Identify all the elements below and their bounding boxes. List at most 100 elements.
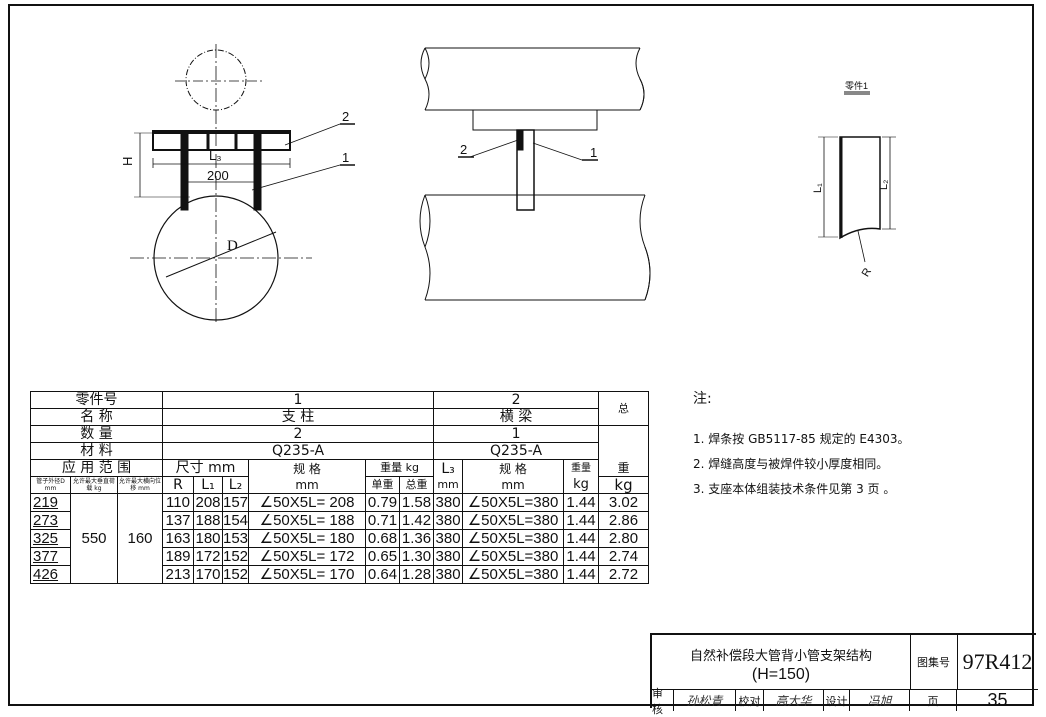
cell-r: 189 bbox=[162, 547, 194, 566]
total-weight-col-label: 总重 bbox=[399, 476, 435, 494]
col-r: R bbox=[162, 476, 194, 494]
dim-l3-label: L₃ bbox=[209, 148, 222, 163]
pipe-diameter: 219 bbox=[30, 493, 71, 512]
cell-l3: 380 bbox=[433, 493, 464, 512]
cell-l1: 180 bbox=[193, 529, 223, 548]
notes: 注: 1. 焊条按 GB5117-85 规定的 E4303。 2. 焊缝高度与被… bbox=[693, 388, 910, 505]
max-lateral-displacement: 160 bbox=[117, 493, 163, 584]
cell-w2: 1.44 bbox=[563, 565, 600, 584]
name-label: 名 称 bbox=[30, 408, 163, 426]
callout-2: 2 bbox=[342, 109, 349, 124]
part-1-title: 零件1 bbox=[845, 80, 868, 91]
dim-l1-label: L₁ bbox=[812, 183, 824, 193]
cell-l1: 172 bbox=[193, 547, 223, 566]
cell-spec2: ∠50X5L=380 bbox=[462, 493, 565, 512]
weight2-label: 重量 kg bbox=[563, 459, 600, 494]
cell-uw: 0.79 bbox=[365, 493, 401, 512]
cell-r: 137 bbox=[162, 511, 194, 530]
weight2-label-text: 重量 bbox=[571, 462, 592, 474]
note-2: 2. 焊缝高度与被焊件较小厚度相同。 bbox=[693, 457, 889, 471]
cell-total: 2.72 bbox=[598, 565, 650, 584]
total-weight-label-2: 重 bbox=[598, 425, 650, 477]
size-label: 尺寸 mm bbox=[161, 459, 250, 477]
dim-200-label: 200 bbox=[207, 168, 229, 183]
cell-l3: 380 bbox=[433, 511, 464, 530]
pipe-diameter: 273 bbox=[30, 511, 71, 530]
drawing-frame bbox=[8, 4, 1034, 706]
mid-callout-1: 1 bbox=[590, 145, 597, 160]
cell-w2: 1.44 bbox=[563, 493, 600, 512]
cell-spec2: ∠50X5L=380 bbox=[462, 547, 565, 566]
weight2-unit: kg bbox=[573, 476, 589, 492]
cell-r: 110 bbox=[162, 493, 194, 512]
design-label: 设计 bbox=[824, 690, 850, 711]
spec2-unit: mm bbox=[501, 477, 525, 492]
notes-title: 注: bbox=[693, 391, 712, 407]
note-1: 1. 焊条按 GB5117-85 规定的 E4303。 bbox=[693, 432, 910, 446]
pipe-diameter: 325 bbox=[30, 529, 71, 548]
cell-l3: 380 bbox=[433, 529, 464, 548]
col-l1: L₁ bbox=[193, 476, 223, 494]
cell-l2: 153 bbox=[221, 529, 250, 548]
range-sub-disp: 允许最大横向位移 mm bbox=[117, 476, 163, 494]
review-signature: 孙松青 bbox=[674, 690, 736, 711]
mid-callout-2: 2 bbox=[460, 142, 467, 157]
cell-total: 3.02 bbox=[598, 493, 650, 512]
page-label: 页 bbox=[910, 690, 957, 711]
total-weight-label-1: 总 bbox=[598, 391, 650, 426]
part1-material: Q235-A bbox=[161, 442, 435, 460]
cell-spec: ∠50X5L= 208 bbox=[248, 493, 367, 512]
part2-material: Q235-A bbox=[433, 442, 600, 460]
dim-d-label: D bbox=[227, 238, 238, 254]
max-vertical-load: 550 bbox=[70, 493, 118, 584]
callout-1: 1 bbox=[342, 150, 349, 165]
part-no-label: 零件号 bbox=[30, 391, 163, 409]
part2-no: 2 bbox=[433, 391, 600, 409]
cell-total: 2.86 bbox=[598, 511, 650, 530]
atlas-label: 图集号 bbox=[910, 635, 958, 689]
cell-l2: 152 bbox=[221, 547, 250, 566]
cell-uw: 0.71 bbox=[365, 511, 401, 530]
cell-r: 163 bbox=[162, 529, 194, 548]
cell-uw: 0.64 bbox=[365, 565, 401, 584]
range-sub-d: 管子外径D mm bbox=[30, 476, 71, 494]
cell-uw: 0.68 bbox=[365, 529, 401, 548]
cell-total: 2.74 bbox=[598, 547, 650, 566]
check-signature: 高大华 bbox=[764, 690, 824, 711]
check-label: 校对 bbox=[736, 690, 764, 711]
unit-weight-label: 单重 bbox=[365, 476, 401, 494]
spec-unit: mm bbox=[295, 477, 319, 492]
drawing-title: 自然补偿段大管背小管支架结构 (H=150) bbox=[652, 635, 911, 689]
range-label: 应 用 范 围 bbox=[30, 459, 163, 477]
cell-tw: 1.42 bbox=[399, 511, 435, 530]
cell-l2: 154 bbox=[221, 511, 250, 530]
page-number: 35 bbox=[987, 690, 1008, 710]
drawing-subtitle: (H=150) bbox=[751, 666, 811, 683]
parts-table: 零件号 1 2 总 名 称 支 柱 横 梁 数 量 2 1 重 材 料 Q235… bbox=[30, 391, 650, 584]
part1-qty: 2 bbox=[161, 425, 435, 443]
cell-uw: 0.65 bbox=[365, 547, 401, 566]
review-label: 审核 bbox=[652, 687, 674, 716]
leg-left bbox=[180, 131, 189, 211]
cell-l1: 208 bbox=[193, 493, 223, 512]
cell-spec: ∠50X5L= 180 bbox=[248, 529, 367, 548]
cell-tw: 1.30 bbox=[399, 547, 435, 566]
part1-no: 1 bbox=[161, 391, 435, 409]
cell-tw: 1.36 bbox=[399, 529, 435, 548]
cell-spec2: ∠50X5L=380 bbox=[462, 529, 565, 548]
cell-l1: 170 bbox=[193, 565, 223, 584]
part2-name: 横 梁 bbox=[433, 408, 600, 426]
spec2-label-text: 规 格 bbox=[499, 461, 527, 476]
cell-tw: 1.28 bbox=[399, 565, 435, 584]
part2-qty: 1 bbox=[433, 425, 600, 443]
cell-w2: 1.44 bbox=[563, 529, 600, 548]
l3-unit: mm bbox=[437, 477, 459, 491]
pipe-diameter: 426 bbox=[30, 565, 71, 584]
col-l2: L₂ bbox=[221, 476, 250, 494]
cell-r: 213 bbox=[162, 565, 194, 584]
cell-total: 2.80 bbox=[598, 529, 650, 548]
qty-label: 数 量 bbox=[30, 425, 163, 443]
